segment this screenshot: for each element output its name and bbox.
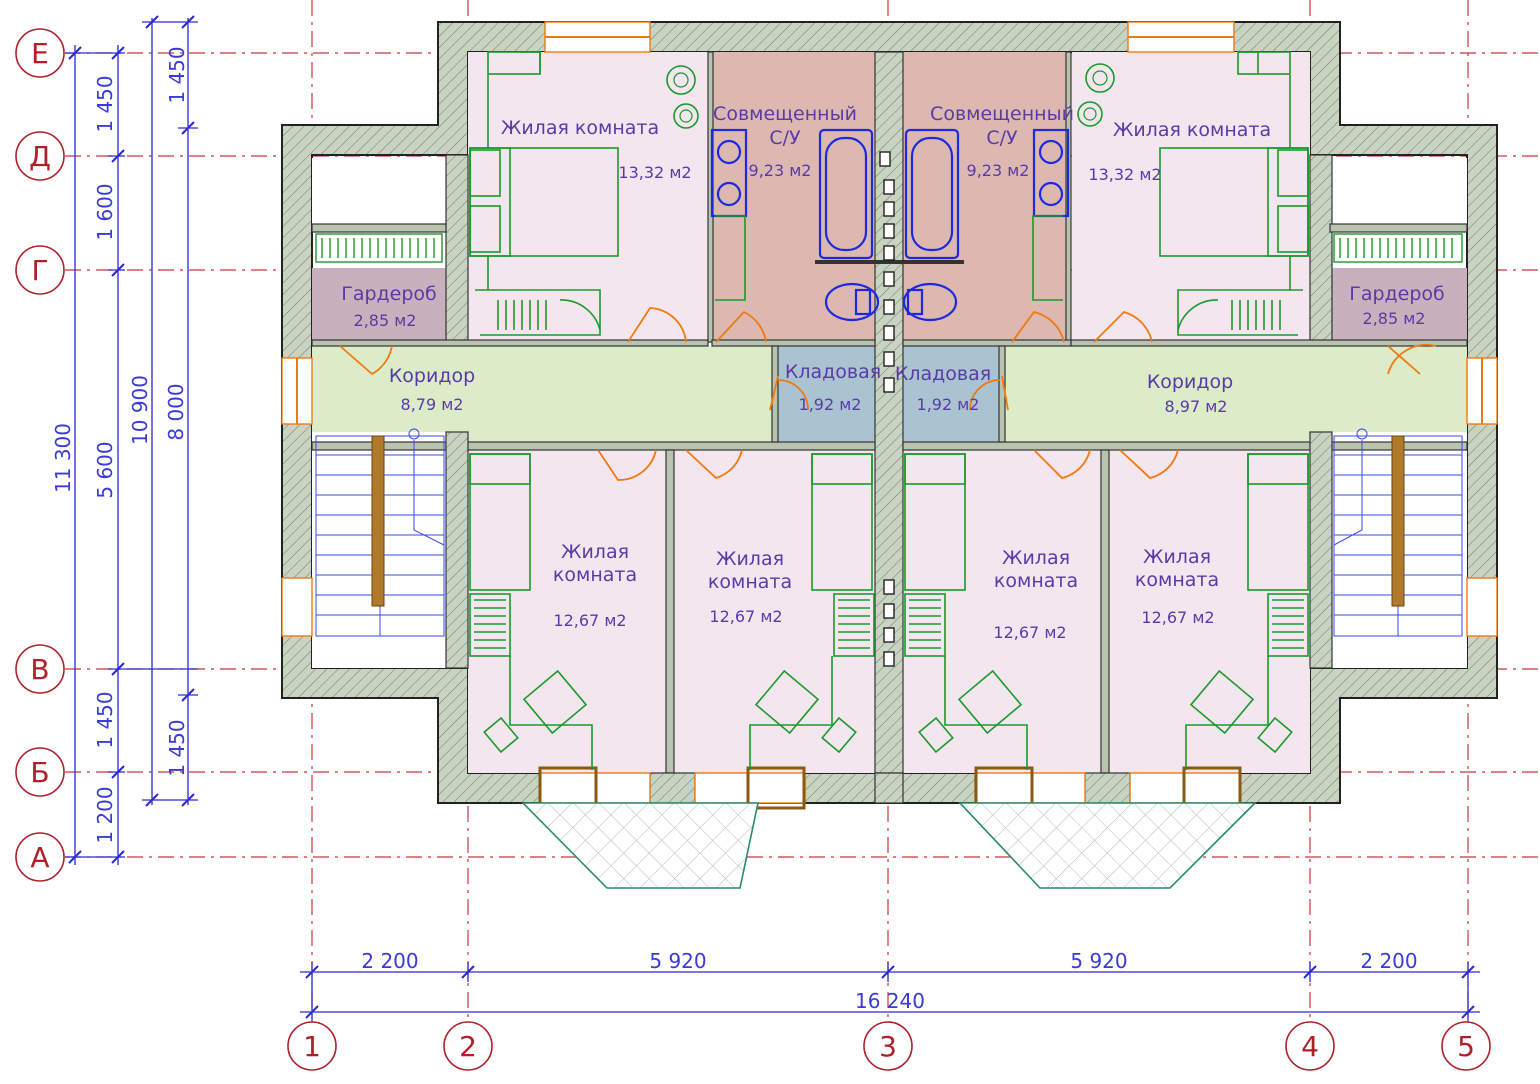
niche-r-fill (1330, 158, 1467, 224)
dim-seg-3: 5 920 (1070, 949, 1127, 973)
bedroom-tl-name: Жилая комната (501, 117, 659, 139)
bedroom-b4-name2: комната (1135, 569, 1219, 591)
dim-left-seg-1: 1 450 (93, 75, 117, 132)
room-fills (312, 52, 1467, 773)
dim-left-seg-5: 1 200 (93, 786, 117, 843)
corridor-r-fill (1005, 346, 1467, 442)
niche-l-fill (312, 158, 446, 224)
wardrobe-l-fill (312, 268, 446, 340)
axis-label-2: 2 (459, 1030, 477, 1063)
bedroom-b4-area: 12,67 м2 (1141, 608, 1214, 627)
bedroom-tl-fill (468, 52, 708, 342)
axis-label-4: 4 (1301, 1030, 1319, 1063)
axis-label-a: А (30, 841, 49, 874)
bedroom-b2-name2: комната (708, 571, 792, 593)
partitions (311, 51, 1468, 804)
dim-seg-4: 2 200 (1360, 949, 1417, 973)
corridor-l-name: Коридор (389, 365, 475, 387)
dim-seg-1: 2 200 (361, 949, 418, 973)
left-dimensions: 11 300 10 900 8 000 1 450 1 600 5 600 1 … (51, 15, 198, 865)
doors (339, 307, 1437, 481)
room-labels: Жилая комната 13,32 м2 Совмещенный С/У 9… (341, 103, 1445, 642)
wardrobe-r-fill (1330, 268, 1467, 340)
wardrobe-r-area: 2,85 м2 (1363, 309, 1426, 328)
dim-left-inner: 8 000 (164, 383, 188, 440)
bath-r-area: 9,23 м2 (967, 161, 1030, 180)
dim-left-inner-seg-1: 1 450 (165, 46, 189, 103)
dim-left-seg-2: 1 600 (93, 183, 117, 240)
bottom-dimensions: 2 200 5 920 5 920 2 200 16 240 (300, 949, 1480, 1022)
axis-label-g: Г (31, 254, 48, 287)
corridor-l-fill (312, 346, 774, 442)
dim-left-seg-3: 5 600 (93, 441, 117, 498)
stair-left (315, 428, 445, 637)
furniture-bottom (469, 453, 1309, 770)
axis-label-d: Д (29, 140, 51, 173)
wardrobe-rails (315, 233, 1463, 263)
pantry-l-name: Кладовая (785, 361, 881, 383)
bedroom-b1-name2: комната (553, 564, 637, 586)
pantry-r-name: Кладовая (895, 363, 991, 385)
bedroom-b4-name: Жилая (1143, 546, 1211, 568)
dim-left-seg-4: 1 450 (93, 691, 117, 748)
bedroom-b2-name: Жилая (716, 548, 784, 570)
wardrobe-l-area: 2,85 м2 (354, 311, 417, 330)
pantry-r-area: 1,92 м2 (917, 395, 980, 414)
dim-seg-2: 5 920 (649, 949, 706, 973)
corridor-l-area: 8,79 м2 (401, 395, 464, 414)
bedroom-b3-fill (903, 450, 1101, 773)
bath-l-area: 9,23 м2 (749, 161, 812, 180)
dim-left-inner-seg-2: 1 450 (165, 719, 189, 776)
dim-total: 16 240 (855, 989, 925, 1013)
axis-label-v: В (30, 653, 49, 686)
bedroom-b1-fill (468, 450, 666, 773)
bedroom-b3-area: 12,67 м2 (993, 623, 1066, 642)
bath-l-fill (712, 52, 875, 342)
axis-label-e: Е (31, 37, 49, 70)
pantry-r-fill (903, 346, 999, 442)
wardrobe-l-name: Гардероб (341, 283, 437, 305)
bath-l-name2: С/У (769, 127, 801, 149)
stair-right (1333, 428, 1463, 637)
sanitary-fixtures (710, 128, 1070, 322)
bedroom-b1-name: Жилая (561, 541, 629, 563)
axis-label-5: 5 (1457, 1030, 1475, 1063)
axis-label-3: 3 (879, 1030, 897, 1063)
bath-l-name: Совмещенный (713, 103, 857, 125)
bay-porch-right (958, 802, 1257, 889)
bedroom-tr-name: Жилая комната (1113, 119, 1271, 141)
wardrobe-r-name: Гардероб (1349, 283, 1445, 305)
axis-markers-horizontal: 1 2 3 4 5 (287, 1021, 1491, 1071)
axis-label-1: 1 (303, 1030, 321, 1063)
bath-r-fill (903, 52, 1066, 342)
dim-left-mid: 10 900 (128, 375, 152, 445)
pantry-l-fill (778, 346, 875, 442)
bath-r-name2: С/У (986, 127, 1018, 149)
axis-markers-vertical: Е Д Г В Б А (15, 28, 65, 882)
bedroom-tl-area: 13,32 м2 (618, 163, 691, 182)
furniture-top (469, 51, 1309, 336)
bedroom-b3-name: Жилая (1002, 547, 1070, 569)
bedroom-b1-area: 12,67 м2 (553, 611, 626, 630)
axis-label-b: Б (30, 756, 49, 789)
windows (281, 21, 1498, 810)
bedroom-b2-area: 12,67 м2 (709, 607, 782, 626)
dim-left-outer: 11 300 (51, 423, 75, 493)
bedroom-tr-fill (1072, 52, 1310, 342)
corridor-r-name: Коридор (1147, 371, 1233, 393)
corridor-r-area: 8,97 м2 (1165, 397, 1228, 416)
bedroom-b3-name2: комната (994, 570, 1078, 592)
bedroom-tr-area: 13,32 м2 (1088, 165, 1161, 184)
bath-r-name: Совмещенный (930, 103, 1074, 125)
bay-porch-left (521, 802, 759, 889)
vent-shafts (879, 151, 895, 667)
pantry-l-area: 1,92 м2 (799, 395, 862, 414)
